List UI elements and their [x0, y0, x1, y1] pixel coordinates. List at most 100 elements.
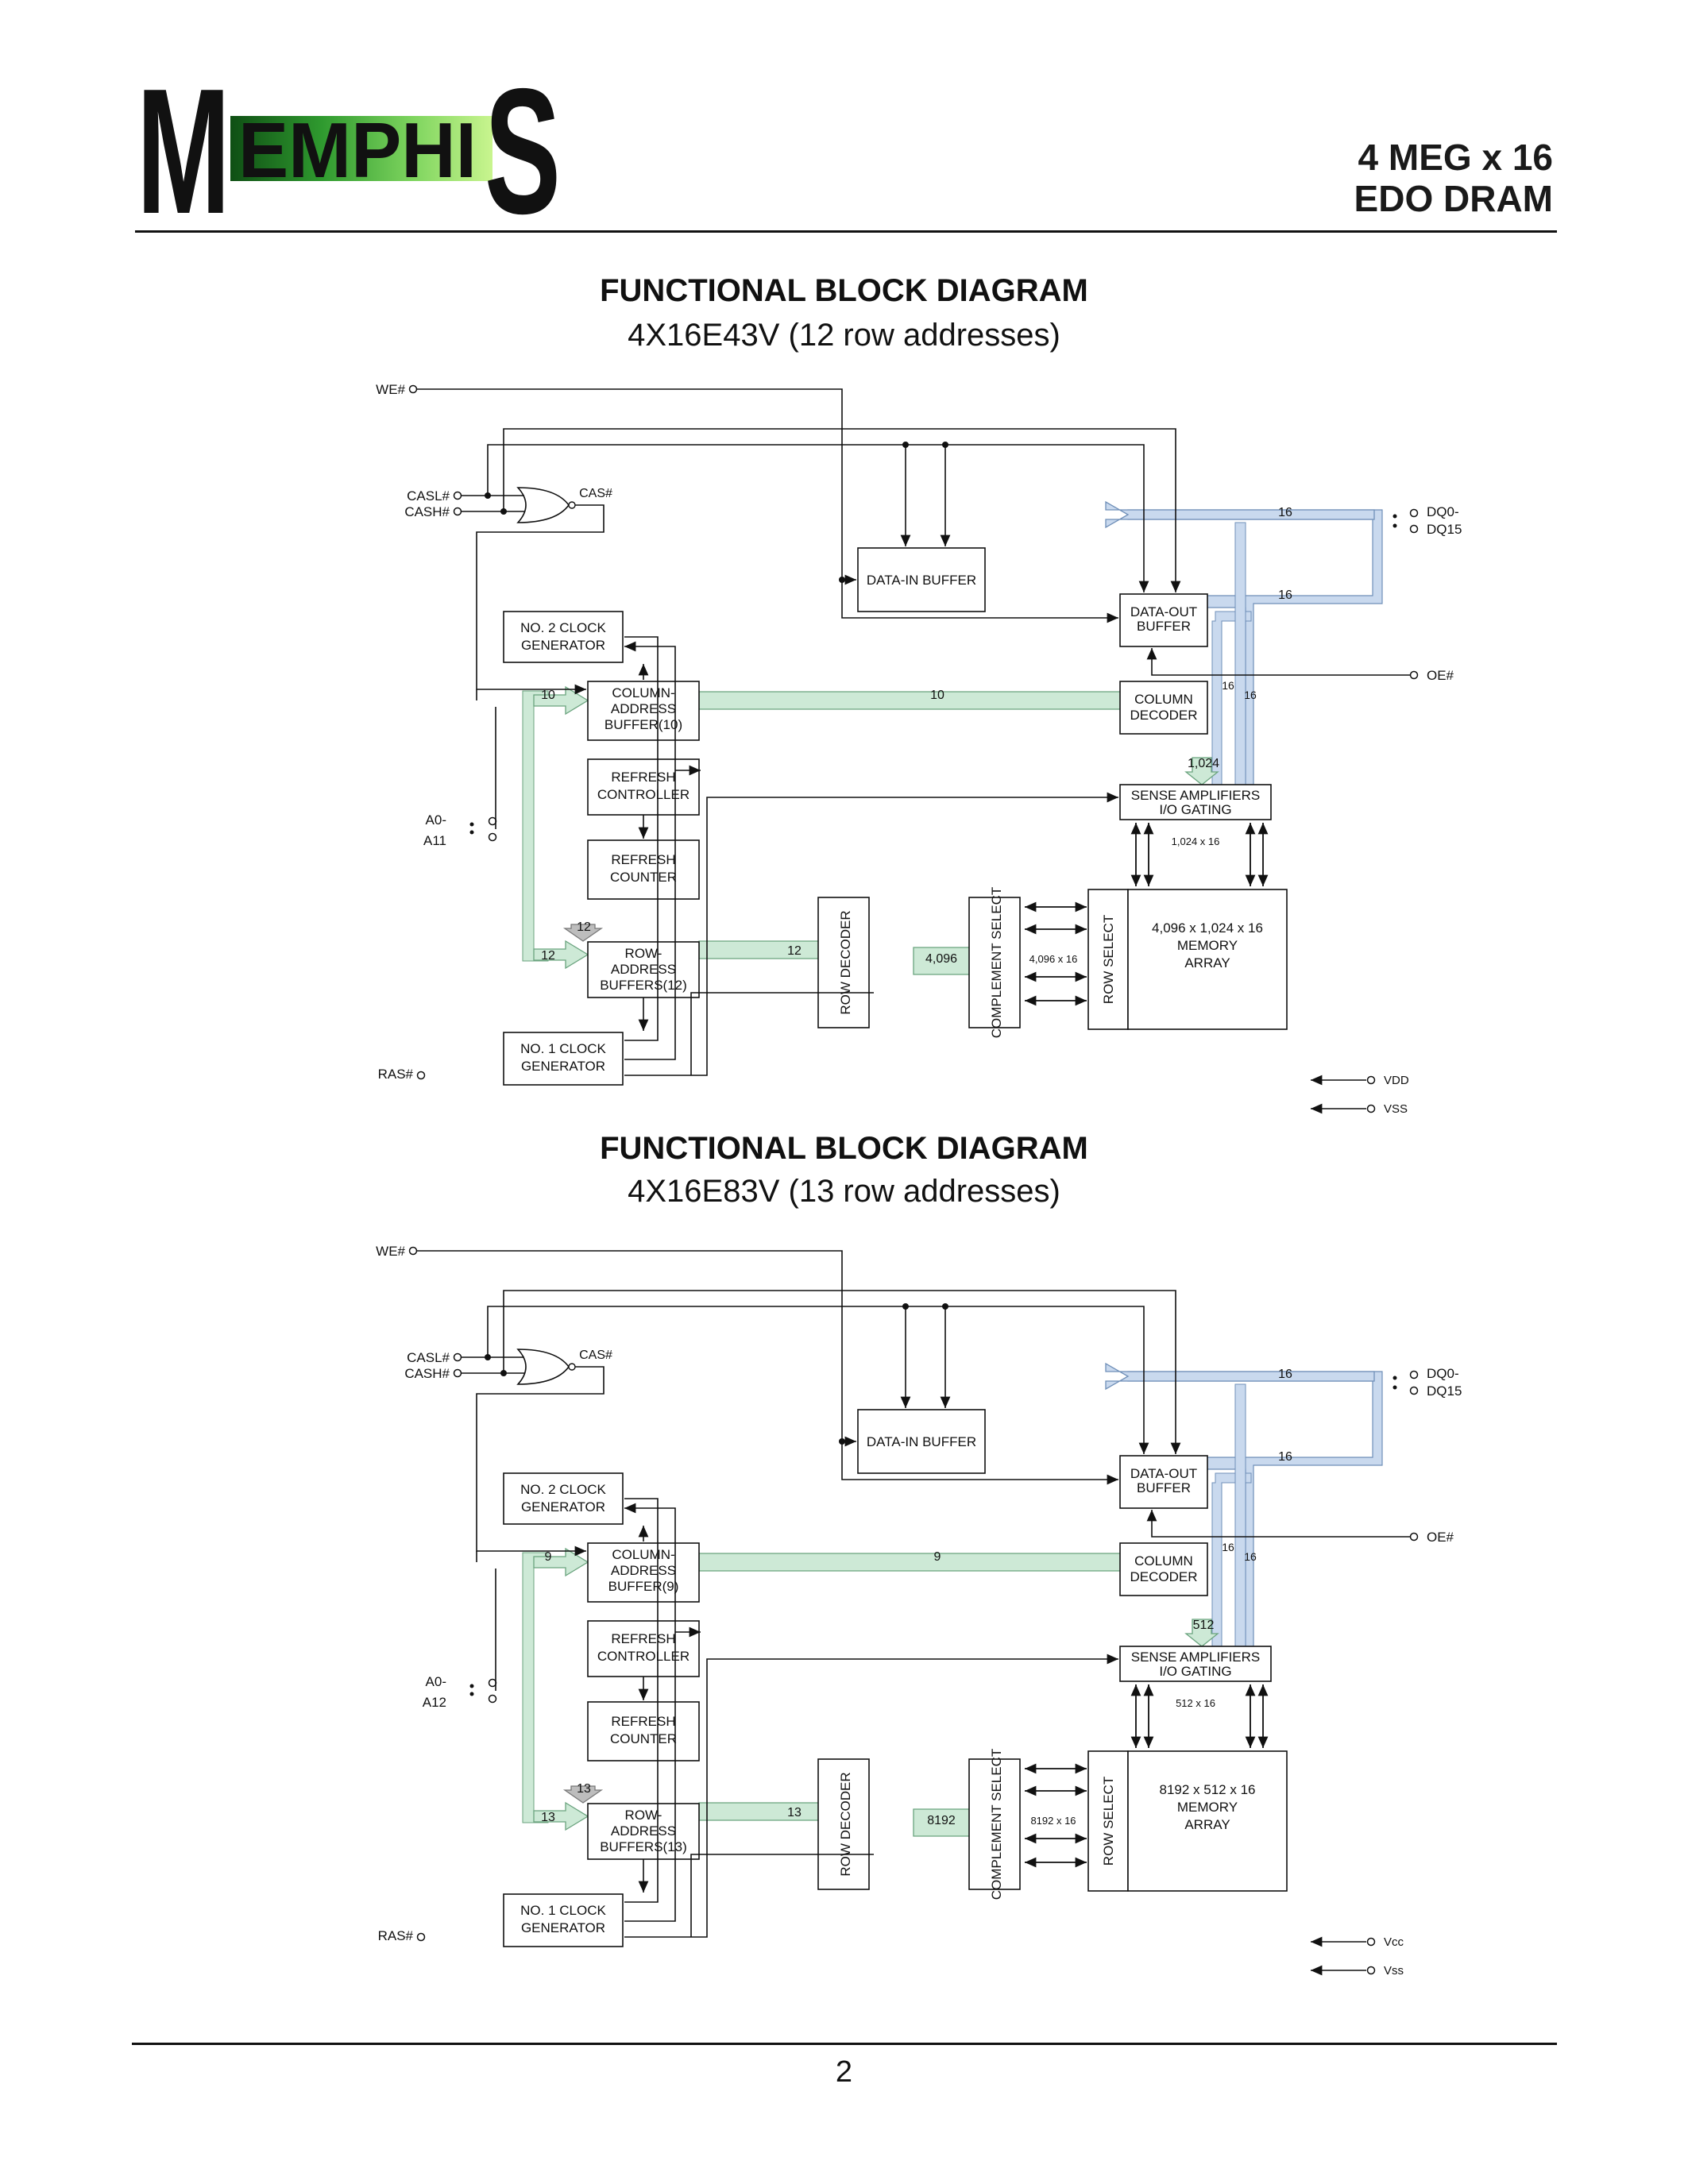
no1-clock-generator-block — [503, 1893, 624, 1947]
dq-pin-top — [1409, 508, 1419, 518]
a-pin-label: A0- — [426, 1674, 446, 1689]
no2-clock-generator-label: GENERATOR — [521, 638, 605, 653]
column-decoder-bus-arrow — [1184, 1619, 1219, 1647]
refresh-controller-label: CONTROLLER — [597, 1649, 689, 1664]
bus-label-row-decoder: 8192 — [927, 1814, 956, 1827]
a-pin-bottom — [488, 832, 497, 842]
cas-wire — [476, 504, 605, 695]
no1-to-no2-wire — [624, 641, 676, 1060]
data-out-buffer-label: BUFFER — [1137, 619, 1191, 634]
row-decoder-block — [817, 897, 870, 1028]
no2-clock-generator-block — [503, 1472, 624, 1525]
memory-array-block — [1127, 1750, 1288, 1892]
casl-pin — [453, 491, 462, 500]
row-decoder-label: ROW DECODER — [838, 910, 853, 1014]
oe-pin — [1409, 670, 1419, 680]
svg-text:M: M — [137, 62, 230, 221]
diagram-2-subtitle: 4X16E83V (13 row addresses) — [628, 1174, 1060, 1209]
no1-clock-generator-label: NO. 1 CLOCK — [520, 1903, 606, 1918]
dq-pin-label: DQ0- — [1427, 1366, 1459, 1381]
we-pin — [408, 384, 418, 394]
no1-to-no2-wire — [624, 1503, 676, 1922]
no1-to-rowdec-wire — [690, 1854, 874, 1937]
no1-clock-generator-label: GENERATOR — [521, 1920, 605, 1935]
column-decoder-bus-arrow — [1184, 757, 1219, 785]
sense-amplifiers-label: I/O GATING — [1159, 802, 1231, 817]
address-bus-to-row — [533, 1801, 589, 1831]
row-select-label: ROW SELECT — [1101, 1777, 1116, 1866]
bus-label-sense-array: 512 x 16 — [1176, 1697, 1215, 1709]
ellipsis-dot — [1393, 514, 1397, 519]
column-decoder-block — [1119, 1542, 1208, 1596]
bus-label-row-out: 13 — [787, 1806, 802, 1819]
refresh-controller-label: REFRESH — [611, 770, 675, 785]
refresh-counter-block — [587, 839, 700, 900]
bus-label-column-out: 10 — [930, 689, 944, 702]
casl-branch-wire — [487, 1306, 1149, 1454]
complement-select-block — [968, 1758, 1021, 1890]
svg-text:EMPHI: EMPHI — [238, 106, 477, 194]
cas-wire — [476, 1366, 605, 1557]
row-address-buffers-block — [587, 941, 700, 998]
vdd-pin-label: VDD — [1384, 1074, 1409, 1087]
cash-pin-label: CASH# — [404, 504, 450, 519]
product-line-1: 4 MEG x 16 — [1358, 137, 1553, 178]
row-select-block — [1087, 1750, 1129, 1892]
bus-label-row-in: 12 — [541, 949, 555, 963]
address-bus-to-column — [533, 685, 589, 716]
no1-to-sense-wire — [624, 1653, 1118, 1938]
ellipsis-dot — [1393, 1376, 1397, 1380]
bus-label-refresh: 13 — [577, 1782, 591, 1796]
bus-label-decoder-sense: 512 — [1193, 1619, 1215, 1632]
vdd-pin-label: Vcc — [1384, 1935, 1404, 1949]
refresh-counter-label: COUNTER — [610, 870, 677, 885]
functional-block-diagram-1: NO. 2 CLOCKGENERATORCOLUMN-ADDRESSBUFFER… — [376, 382, 1462, 1116]
a-pin-label: A12 — [423, 1695, 446, 1710]
bus-label-sense-array: 1,024 x 16 — [1172, 835, 1220, 847]
we-pin — [408, 1246, 418, 1256]
dq-pin-label: DQ15 — [1427, 522, 1462, 537]
bus-label-complement: 4,096 x 16 — [1029, 953, 1078, 965]
cash-pin — [453, 1368, 462, 1378]
casl-pin-label: CASL# — [407, 1350, 450, 1365]
memphis-logo: M EMPHI S — [137, 62, 561, 221]
sense-amplifiers-label: SENSE AMPLIFIERS — [1131, 788, 1261, 803]
no1-to-sense-wire — [624, 792, 1118, 1076]
gate-bubble — [568, 501, 576, 509]
data-in-buffer-label: DATA-IN BUFFER — [867, 573, 976, 588]
bus-label-refresh: 12 — [577, 920, 591, 934]
ellipsis-dot — [469, 1692, 474, 1696]
column-decoder-label: DECODER — [1130, 708, 1197, 723]
address-bus-to-row — [533, 940, 589, 970]
refresh-counter-bus-arrow — [562, 1785, 604, 1804]
data-in-buffer-block — [857, 547, 986, 612]
memory-array-label: 8192 x 512 x 16 — [1160, 1782, 1256, 1797]
bus-label-row-in: 13 — [541, 1811, 555, 1824]
address-bus-to-column — [533, 1547, 589, 1577]
column-address-buffer-label: COLUMN- — [612, 1547, 674, 1562]
dq-bus-right — [1234, 522, 1246, 795]
dq-pin-top — [1409, 1370, 1419, 1379]
row-address-buffers-label: ROW- — [625, 1808, 662, 1823]
bus-label-data-in: 16 — [1278, 1368, 1292, 1381]
column-address-buffer-label: COLUMN- — [612, 685, 674, 700]
refresh-controller-label: REFRESH — [611, 1631, 675, 1646]
column-decoder-block — [1119, 681, 1208, 735]
ellipsis-dot — [469, 822, 474, 827]
sense-amplifiers-label: SENSE AMPLIFIERS — [1131, 1650, 1261, 1665]
we-pin-label: WE# — [376, 1244, 405, 1259]
casl-pin — [453, 1352, 462, 1362]
row-address-buffers-label: BUFFERS(12) — [600, 978, 687, 993]
cash-branch-wire — [503, 1290, 1181, 1454]
a-pin-bottom — [488, 1694, 497, 1704]
complement-select-label: COMPLEMENT SELECT — [989, 887, 1004, 1039]
row-decoder-block — [817, 1758, 870, 1890]
gate-bubble — [568, 1363, 576, 1371]
diagram-group: NO. 2 CLOCKGENERATORCOLUMN-ADDRESSBUFFER… — [376, 1244, 1462, 1978]
refresh-controller-block — [587, 1620, 700, 1677]
cash-pin-label: CASH# — [404, 1366, 450, 1381]
bus-label-data-in: 16 — [1278, 506, 1292, 519]
we-pin-label: WE# — [376, 382, 405, 397]
ellipsis-dot — [1393, 1385, 1397, 1390]
data-in-buffer-label: DATA-IN BUFFER — [867, 1434, 976, 1449]
